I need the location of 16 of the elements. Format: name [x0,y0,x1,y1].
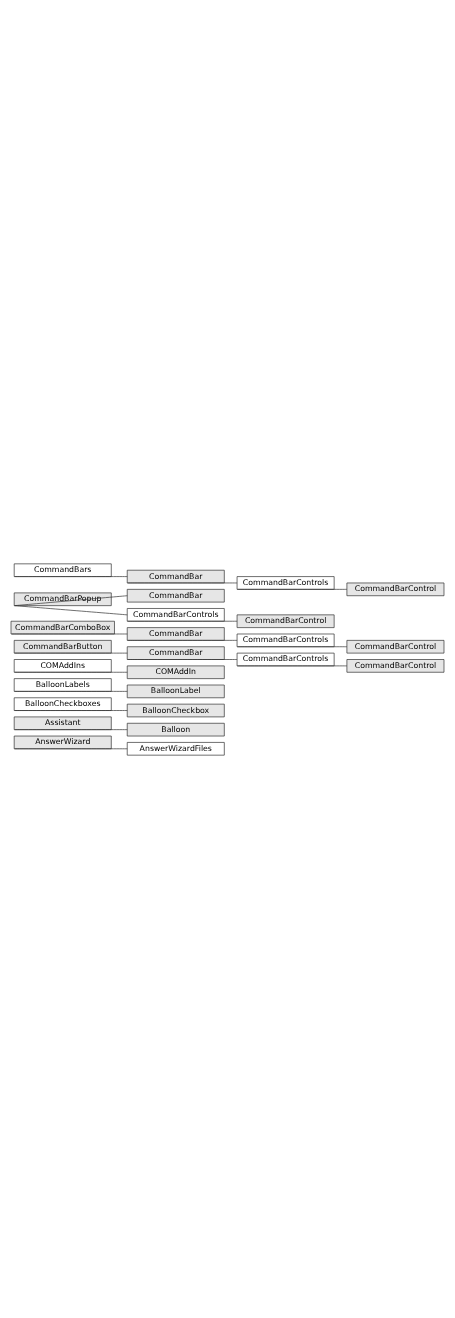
connector [11,633,128,634]
connector [127,658,238,660]
connector [237,645,348,647]
connector [14,652,128,653]
connector [237,588,348,590]
connector [237,665,348,666]
connector [14,575,128,577]
connector [127,620,238,622]
connector [127,639,238,641]
connector [14,690,128,692]
connector [14,604,128,615]
connector [14,671,128,673]
connector [127,582,238,583]
connector [14,747,128,749]
connector [14,728,128,730]
connector [14,709,128,711]
